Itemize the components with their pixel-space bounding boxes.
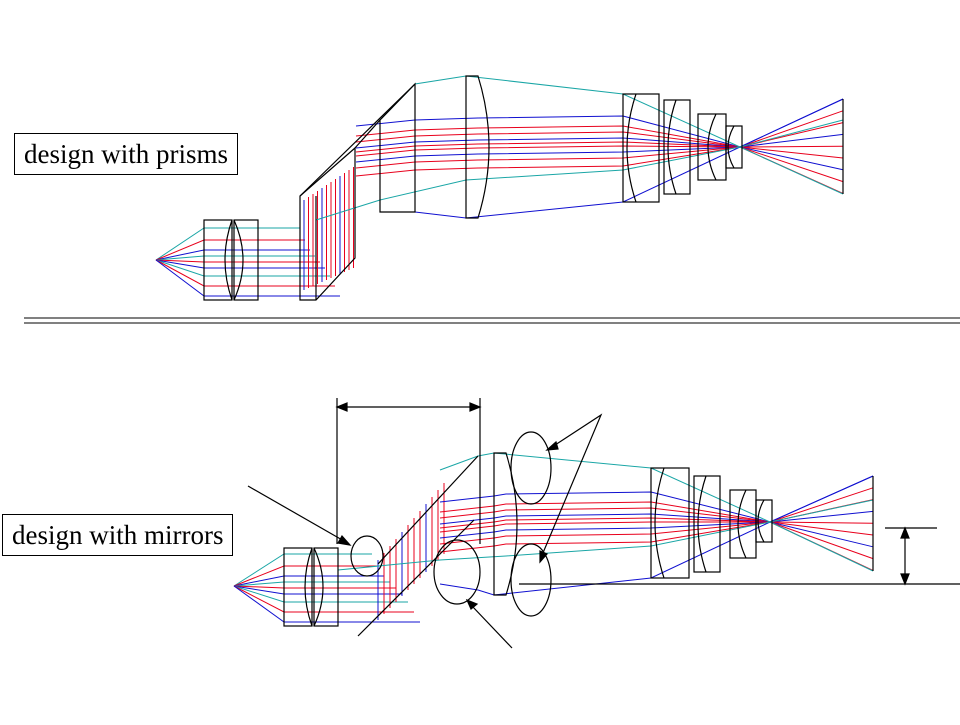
prism-2-top — [354, 119, 381, 149]
pointer-arrowhead-mirror-1 — [337, 534, 352, 546]
ray-bottom-output — [439, 510, 874, 525]
lens-1b-surface — [233, 219, 244, 301]
ray-bottom-cyan-2 — [337, 499, 874, 571]
ray-top-output — [355, 145, 844, 159]
lens-b1a-surface — [304, 547, 313, 627]
height-arrowhead-bottom — [900, 573, 910, 586]
ray-top-output — [355, 146, 844, 171]
lens-1b — [233, 219, 259, 301]
ray-top-input — [155, 259, 325, 269]
lens-group-1 — [622, 93, 660, 203]
ray-top-input — [155, 259, 340, 297]
lens-b1a — [283, 547, 313, 627]
lens-group-b4-surface — [757, 499, 765, 543]
lens-b1b — [313, 547, 339, 627]
highlight-ellipse-mirror-1 — [350, 535, 384, 577]
label-design-with-prisms: design with prisms — [14, 133, 239, 175]
prism-1 — [299, 146, 356, 301]
lens-group-b2-surface — [697, 475, 707, 573]
ray-bottom-input — [233, 581, 390, 587]
ray-top-input — [155, 239, 305, 261]
ray-bundle-mirror-design — [233, 452, 874, 623]
ray-top-input — [155, 259, 320, 263]
ray-top-input — [155, 227, 300, 261]
ray-top-input — [155, 259, 330, 277]
ray-bottom-output — [439, 521, 874, 536]
label-design-with-mirrors: design with mirrors — [2, 514, 234, 556]
lens-group-b1-surface — [654, 467, 665, 579]
mirror-2 — [377, 455, 479, 565]
ray-top-input — [155, 249, 310, 261]
pointer-arrow-lens-pair — [539, 413, 603, 561]
ray-bottom-output — [439, 517, 874, 529]
ray-top-output — [355, 133, 844, 149]
pointer-arrowhead-lens-bottom — [539, 550, 548, 564]
lens-group-1-surface — [626, 93, 637, 203]
ray-bottom-input — [233, 565, 378, 587]
ray-top-output — [355, 141, 844, 153]
dimension-arrowhead-right — [469, 402, 482, 412]
pointer-arrowhead-lens-top — [545, 440, 559, 451]
ray-bottom-marginal-cyan — [439, 452, 874, 572]
ray-top-output — [355, 110, 844, 148]
ray-bottom-output — [439, 521, 874, 548]
ray-bottom-input — [233, 585, 420, 623]
ray-bottom-input — [233, 585, 414, 613]
ray-top-output — [355, 146, 844, 183]
lens-group-b3-surface — [737, 489, 747, 559]
ray-bottom-marginal-blue — [439, 475, 874, 596]
ray-bottom-input — [233, 575, 384, 587]
field-lens-b — [493, 452, 518, 596]
lens-1a — [203, 219, 233, 301]
optics-prism-design — [203, 75, 844, 301]
lens-group-4-surface — [727, 125, 735, 169]
mirror-1 — [357, 519, 475, 637]
lens-1a-surface — [224, 219, 233, 301]
ray-bottom-input — [233, 585, 402, 595]
pointer-arrow-mirror-1 — [247, 485, 345, 542]
dimension-arrowhead-left — [335, 402, 348, 412]
ray-bottom-input — [233, 553, 372, 587]
pointer-arrow-mirror-2 — [471, 605, 513, 649]
lens-b1b-surface — [313, 547, 324, 627]
highlight-ellipse-lens-bottom — [510, 543, 552, 617]
height-arrowhead-top — [900, 526, 910, 539]
pointer-arrowhead-mirror-2 — [465, 598, 479, 610]
lens-group-b2 — [693, 475, 721, 573]
ray-top-input — [155, 259, 335, 287]
lens-group-b1 — [650, 467, 690, 579]
prism-2-face — [299, 83, 416, 197]
ray-top-input — [155, 255, 315, 261]
ray-bottom-output — [439, 521, 874, 560]
highlight-ellipse-lens-top — [510, 431, 552, 505]
lens-group-3-surface — [707, 113, 717, 181]
optics-mirror-design — [247, 398, 960, 649]
ray-top-cyan-2 — [315, 119, 844, 221]
highlight-ellipse-mirror-2 — [433, 539, 481, 605]
lens-group-2 — [663, 99, 691, 195]
lens-group-2-surface — [667, 99, 677, 195]
ray-bottom-input — [233, 585, 396, 589]
ray-bundle-prism-design — [155, 75, 844, 297]
ray-bottom-output — [439, 487, 874, 523]
field-lens — [465, 75, 490, 219]
ray-bottom-input — [233, 585, 408, 603]
